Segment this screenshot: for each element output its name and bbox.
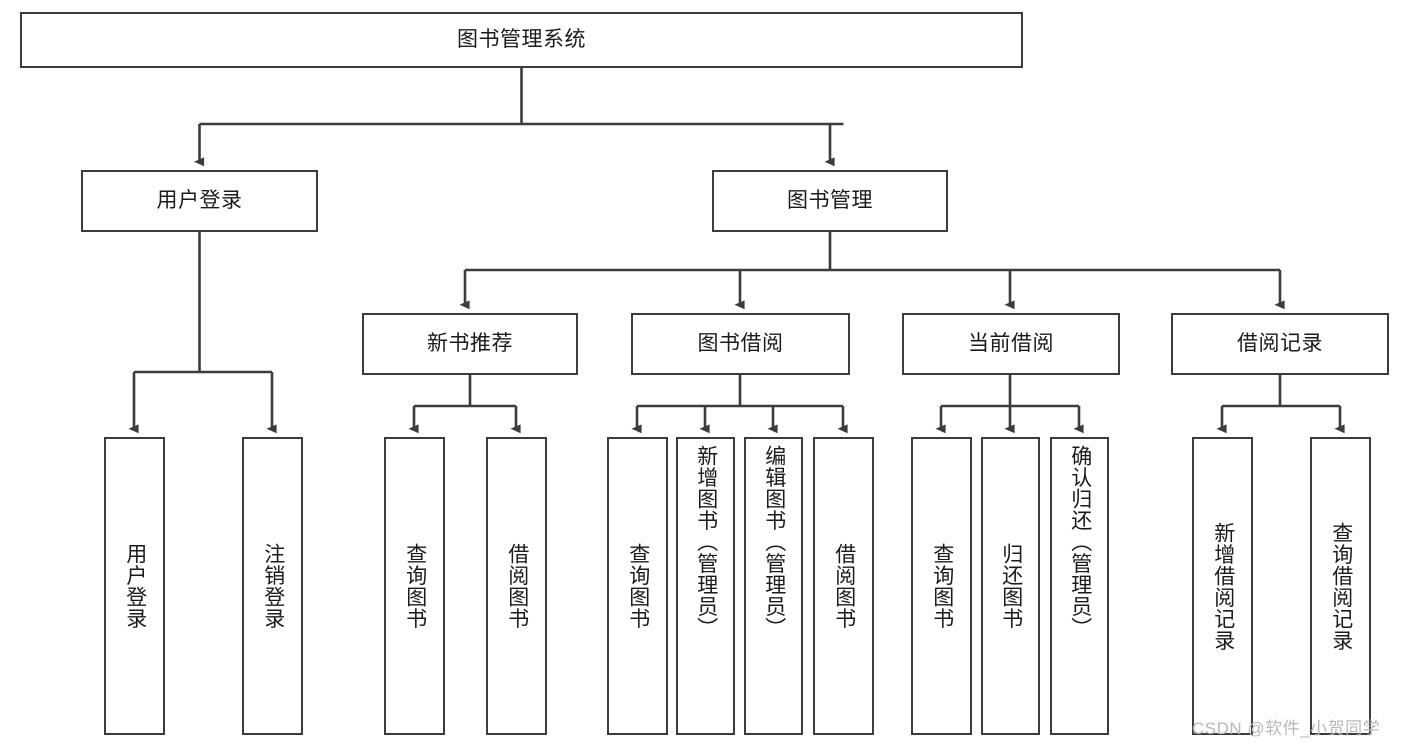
node-label: 新增借阅记录 <box>1211 521 1235 651</box>
node-label: 查询图书 <box>930 543 954 629</box>
node-borrowing-records[interactable]: 借阅记录 <box>1171 313 1389 375</box>
node-label: 编辑图书（管理员） <box>762 445 786 639</box>
leaf-edit-book-admin[interactable]: 编辑图书（管理员） <box>744 437 803 735</box>
node-label: 查询图书 <box>626 543 650 629</box>
leaf-logout-login[interactable]: 注销登录 <box>242 437 303 735</box>
node-root-library-management-system[interactable]: 图书管理系统 <box>20 12 1023 68</box>
node-label: 借阅图书 <box>832 543 856 629</box>
node-label: 查询借阅记录 <box>1329 521 1353 651</box>
node-label: 查询图书 <box>403 543 427 629</box>
node-label: 归还图书 <box>999 543 1023 629</box>
node-label: 用户登录 <box>156 189 243 213</box>
node-label: 新书推荐 <box>427 332 513 356</box>
node-label: 新增图书（管理员） <box>694 445 718 639</box>
node-label: 图书管理 <box>787 189 873 213</box>
leaf-borrow-books-recommend[interactable]: 借阅图书 <box>486 437 547 735</box>
node-label: 图书管理系统 <box>457 28 586 52</box>
leaf-add-book-admin[interactable]: 新增图书（管理员） <box>676 437 735 735</box>
node-label: 图书借阅 <box>697 332 784 356</box>
node-label: 注销登录 <box>261 543 285 629</box>
leaf-borrow-books-borrowing[interactable]: 借阅图书 <box>813 437 874 735</box>
node-label: 用户登录 <box>123 543 147 629</box>
leaf-query-books-current[interactable]: 查询图书 <box>911 437 972 735</box>
leaf-confirm-return-admin[interactable]: 确认归还（管理员） <box>1050 437 1109 735</box>
leaf-add-borrowing-record[interactable]: 新增借阅记录 <box>1192 437 1253 735</box>
node-label: 借阅图书 <box>505 543 529 629</box>
leaf-query-borrowing-record[interactable]: 查询借阅记录 <box>1310 437 1371 735</box>
node-new-book-recommendation[interactable]: 新书推荐 <box>362 313 578 375</box>
node-current-borrowing[interactable]: 当前借阅 <box>902 313 1120 375</box>
node-label: 当前借阅 <box>968 332 1054 356</box>
node-book-borrowing[interactable]: 图书借阅 <box>631 313 850 375</box>
node-label: 确认归还（管理员） <box>1068 445 1092 639</box>
node-label: 借阅记录 <box>1237 332 1323 356</box>
leaf-return-books[interactable]: 归还图书 <box>981 437 1040 735</box>
leaf-query-books-borrowing[interactable]: 查询图书 <box>607 437 668 735</box>
node-book-management-module[interactable]: 图书管理 <box>712 170 948 232</box>
leaf-user-login[interactable]: 用户登录 <box>104 437 165 735</box>
csdn-watermark: CSDN @软件_小贺同学 <box>1192 719 1381 738</box>
node-user-login-module[interactable]: 用户登录 <box>81 170 318 232</box>
leaf-query-books-recommend[interactable]: 查询图书 <box>384 437 445 735</box>
